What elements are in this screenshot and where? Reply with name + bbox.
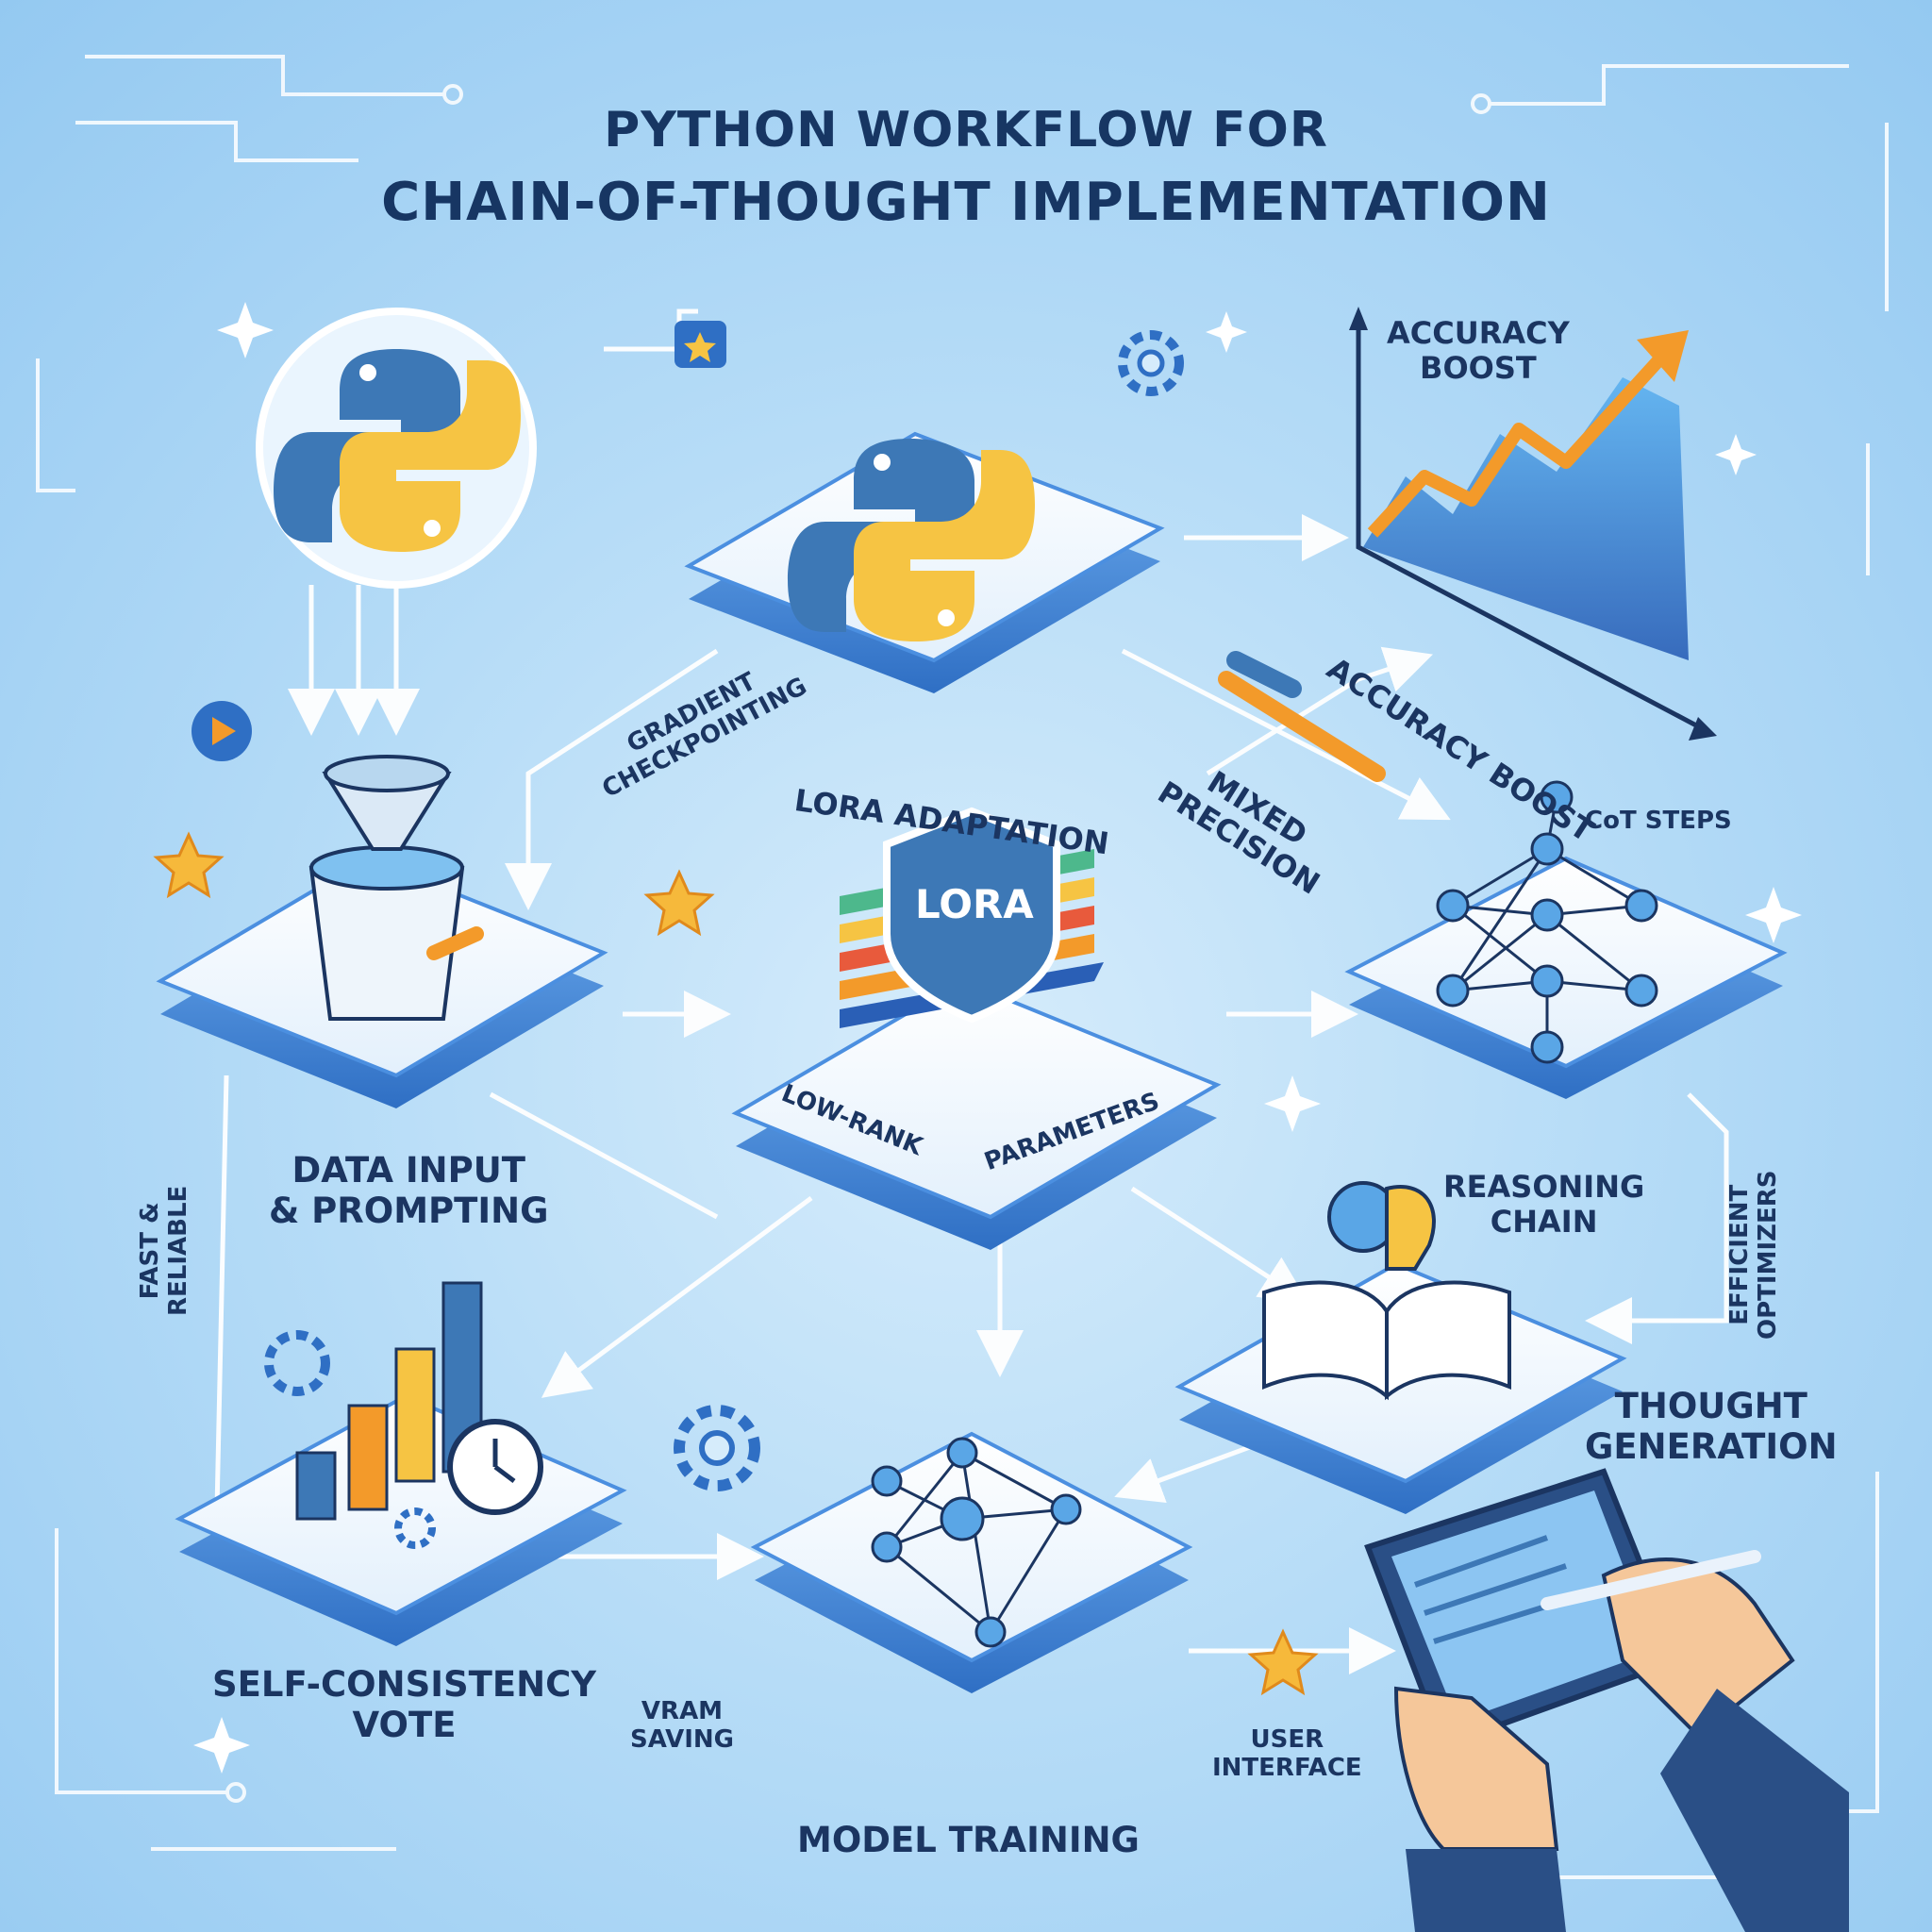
cot-steps-label: CoT STEPS bbox=[1585, 807, 1732, 835]
python-logo-icon bbox=[256, 308, 537, 589]
book-brain-icon bbox=[1262, 1181, 1511, 1401]
platform-cot-steps bbox=[1344, 856, 1788, 1099]
star-badge-icon bbox=[675, 321, 726, 368]
accuracy-chart-icon bbox=[1349, 307, 1717, 741]
platform-lora bbox=[731, 978, 1222, 1250]
bar-chart-clock-icon bbox=[264, 1281, 543, 1549]
vram-saving-label: VRAM SAVING bbox=[630, 1697, 734, 1754]
data-input-label: DATA INPUT & PROMPTING bbox=[269, 1150, 549, 1231]
sparkle-icons bbox=[193, 302, 1802, 1774]
neural-network-icon bbox=[1436, 780, 1658, 1064]
efficient-optimizers-label: EFFICIENT OPTIMIZERS bbox=[1725, 1170, 1782, 1340]
platform-model-training bbox=[750, 1431, 1193, 1693]
page-title-line2: CHAIN-OF-THOUGHT IMPLEMENTATION bbox=[381, 172, 1551, 233]
page-title-line1: PYTHON WORKFLOW FOR bbox=[604, 102, 1328, 158]
tablet-hand-icon bbox=[1364, 1468, 1849, 1932]
thought-generation-label: THOUGHT GENERATION bbox=[1585, 1386, 1838, 1467]
chat-bubble-icon bbox=[192, 701, 252, 761]
accuracy-chart-label: ACCURACY BOOST bbox=[1387, 315, 1570, 386]
bucket-funnel-icon bbox=[308, 755, 484, 1021]
gear-icon-model bbox=[674, 1405, 760, 1491]
python-platform-icon bbox=[788, 439, 1035, 641]
pen-icon bbox=[1218, 651, 1386, 782]
lora-shield-icon bbox=[840, 807, 1104, 1028]
model-network-icon bbox=[871, 1437, 1082, 1648]
reasoning-chain-label: REASONING CHAIN bbox=[1443, 1169, 1645, 1240]
model-training-label: MODEL TRAINING bbox=[797, 1820, 1140, 1860]
self-consistency-label: SELF-CONSISTENCY VOTE bbox=[212, 1664, 597, 1745]
fast-reliable-label: FAST & RELIABLE bbox=[136, 1185, 192, 1316]
gear-icon bbox=[1118, 330, 1184, 396]
user-interface-label: USER INTERFACE bbox=[1212, 1725, 1362, 1782]
lora-shield-text: LORA bbox=[915, 881, 1034, 927]
star-icons bbox=[153, 831, 1319, 1696]
